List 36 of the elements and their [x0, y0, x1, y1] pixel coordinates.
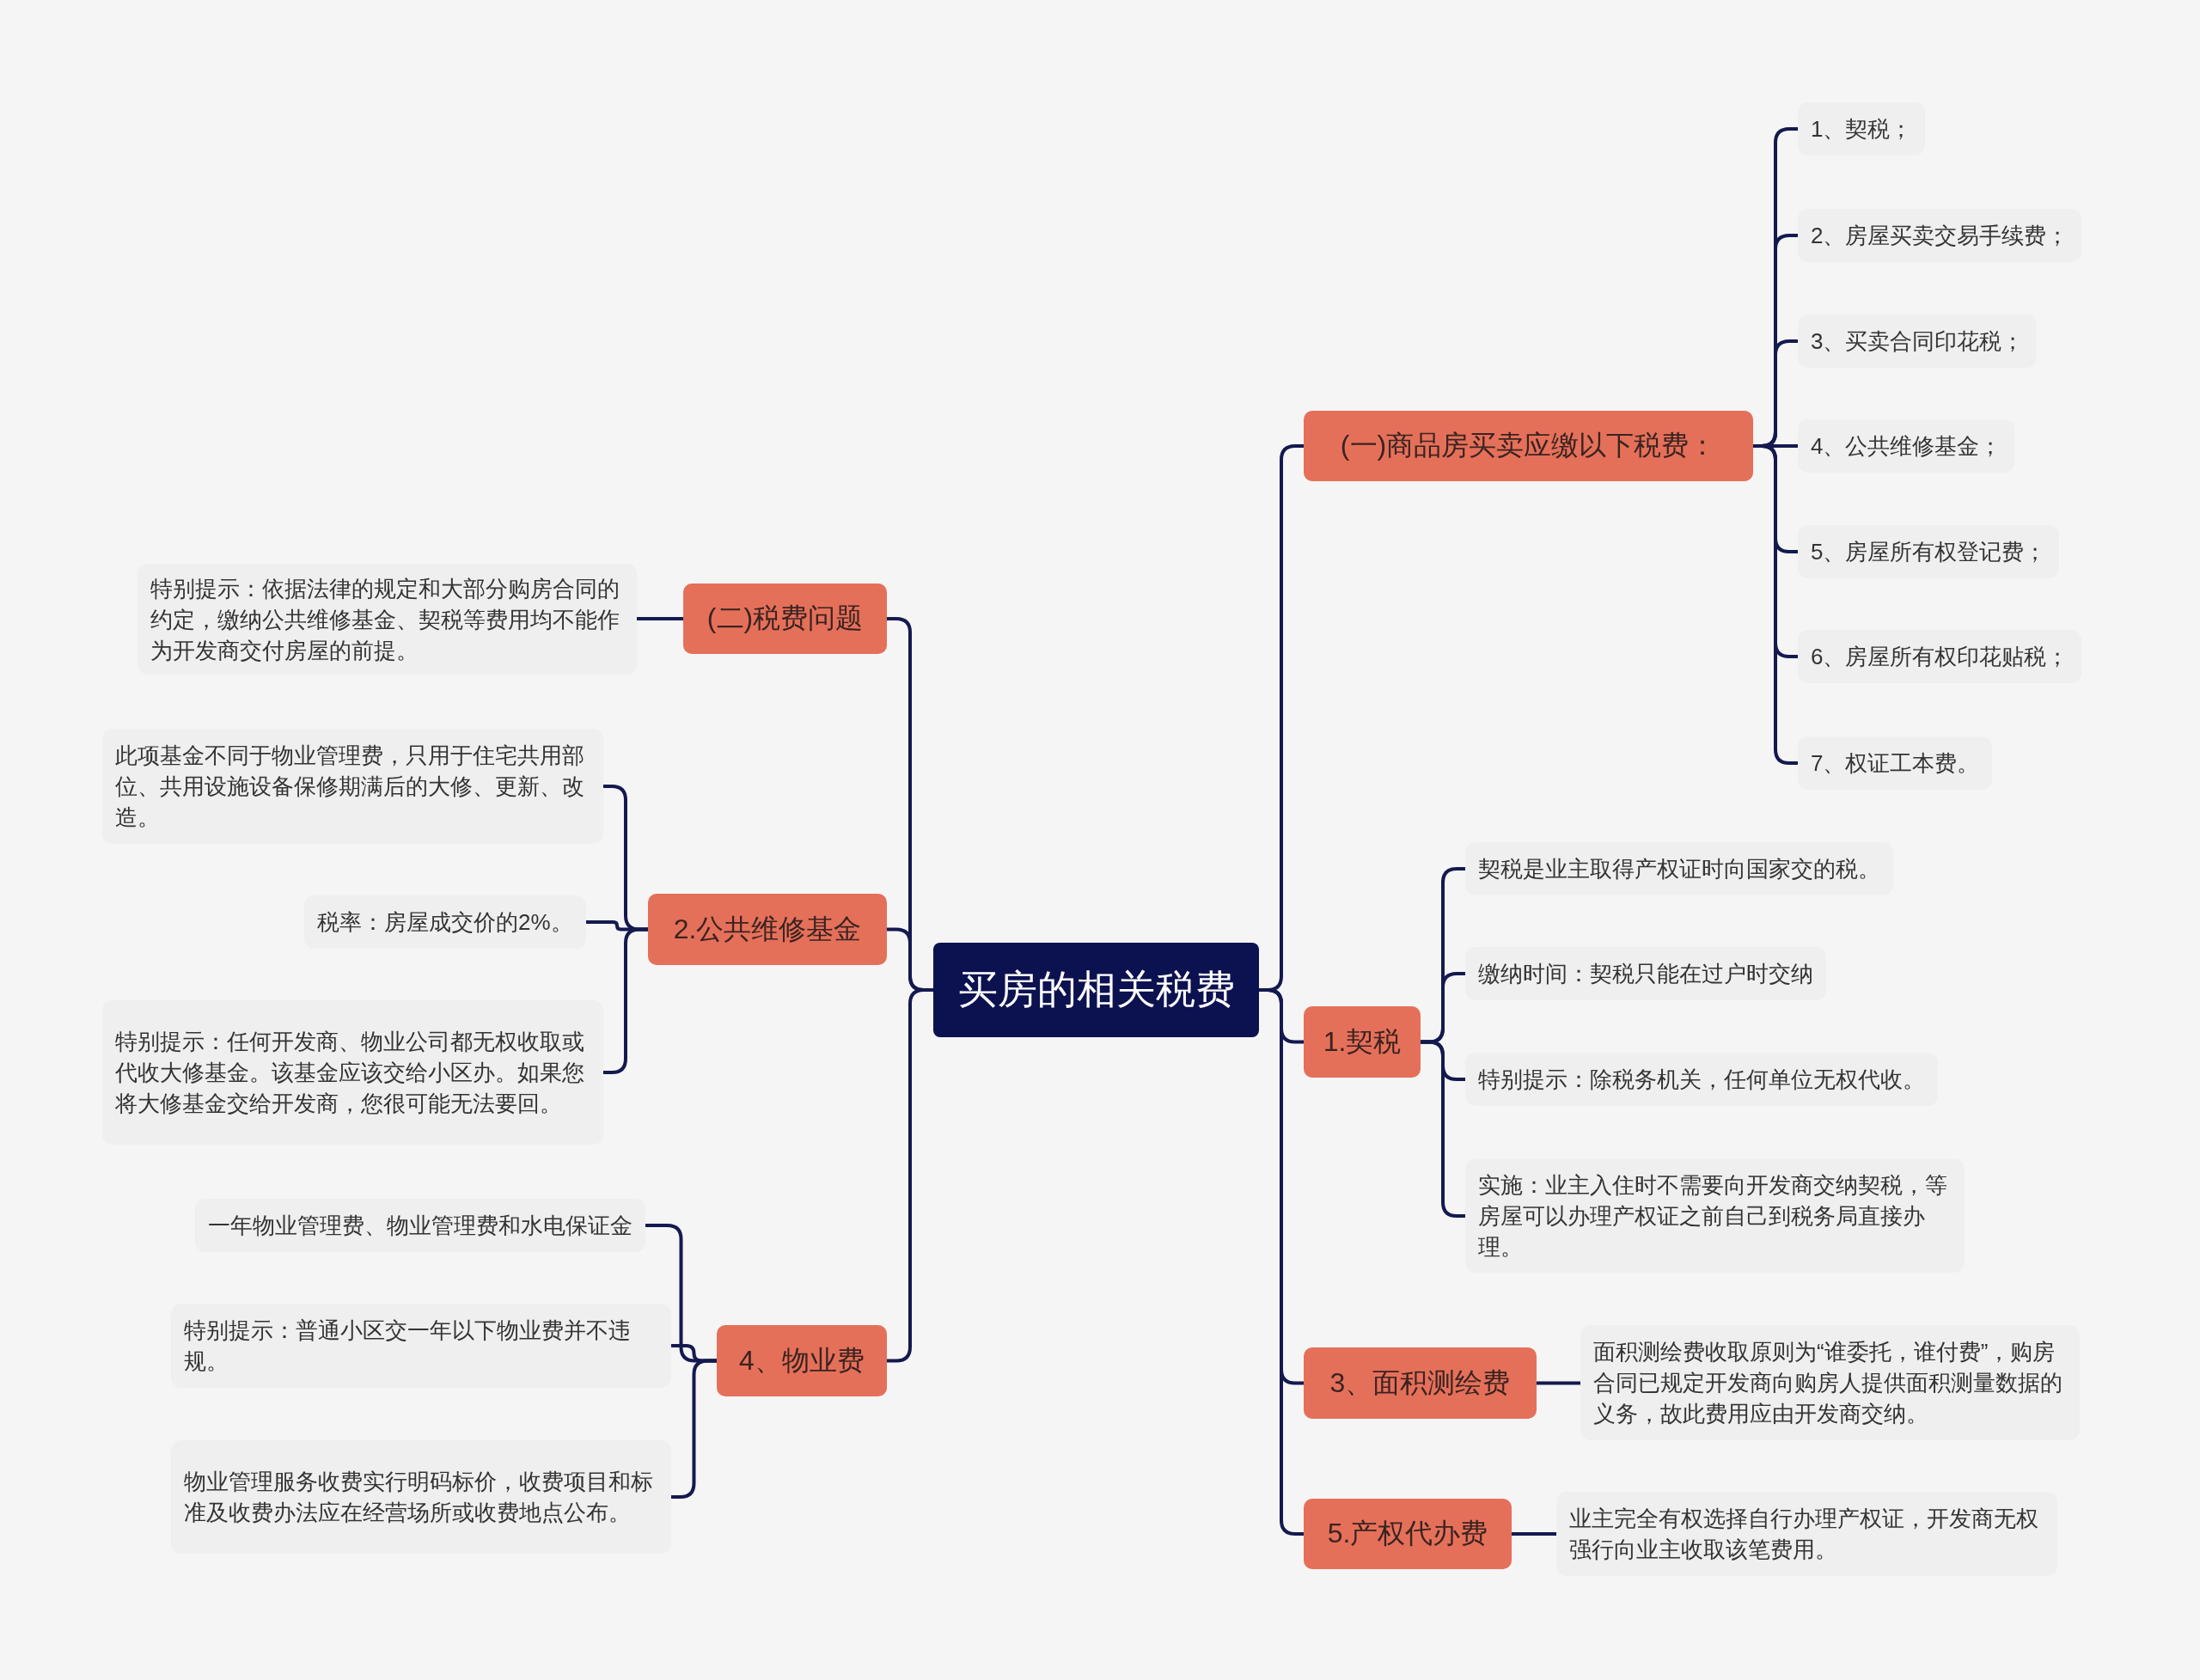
topic-box: 3、面积测绘费	[1304, 1347, 1537, 1419]
note-box: 一年物业管理费、物业管理费和水电保证金	[195, 1199, 645, 1252]
connector-line	[1512, 1532, 1556, 1536]
connector-line	[1753, 444, 1798, 765]
topic-box: 2.公共维修基金	[648, 894, 887, 965]
note-box: 此项基金不同于物业管理费，只用于住宅共用部位、共用设施设备保修期满后的大修、更新、改造。	[102, 729, 603, 844]
note-box: 物业管理服务收费实行明码标价，收费项目和标准及收费办法应在经营场所或收费地点公布。	[171, 1440, 671, 1554]
connector-line	[603, 927, 648, 1074]
topic-box: (一)商品房买卖应缴以下税费：	[1304, 411, 1753, 481]
note-box: 7、权证工本费。	[1798, 736, 1993, 790]
note-box: 4、公共维修基金；	[1798, 419, 2015, 473]
connector-line	[671, 1359, 717, 1499]
note-box: 缴纳时间：契税只能在过户时交纳	[1465, 947, 1826, 1000]
note-box: 3、买卖合同印花税；	[1798, 315, 2038, 368]
connector-line	[637, 617, 683, 620]
note-box: 特别提示：除税务机关，任何单位无权代收。	[1465, 1053, 1938, 1106]
topic-box: 4、物业费	[717, 1325, 887, 1396]
connector-line	[1537, 1381, 1580, 1385]
note-box: 特别提示：依据法律的规定和大部分购房合同的约定，缴纳公共维修基金、契税等费用均不能作为开发商交付房屋的前提。	[138, 564, 637, 675]
note-box: 契税是业主取得产权证时向国家交的税。	[1465, 842, 1893, 895]
note-box: 1、契税；	[1798, 102, 1926, 156]
connector-line	[1421, 1040, 1465, 1218]
note-box: 特别提示：任何开发商、物业公司都无权收取或代收大修基金。该基金应该交给小区办。如果您将大修基金交给开发商，您很可能无法要回。	[102, 1000, 603, 1145]
note-box: 特别提示：普通小区交一年以下物业费并不违规。	[171, 1304, 671, 1388]
note-box: 面积测绘费收取原则为“谁委托，谁付费”，购房合同已规定开发商向购房人提供面积测量数据的义务，故此费用应由开发商交纳。	[1580, 1325, 2080, 1440]
note-box: 实施：业主入住时不需要向开发商交纳契税，等房屋可以办理产权证之前自己到税务局直接办理。	[1465, 1159, 1965, 1273]
topic-box: 1.契税	[1304, 1006, 1421, 1078]
note-box: 税率：房屋成交价的2%。	[304, 895, 586, 949]
note-box: 5、房屋所有权登记费；	[1798, 525, 2060, 578]
topic-box: 5.产权代办费	[1304, 1499, 1512, 1569]
note-box: 6、房屋所有权印花贴税；	[1798, 630, 2082, 683]
connector-line	[887, 988, 933, 1363]
note-box: 业主完全有权选择自行办理产权证，开发商无权强行向业主收取该笔费用。	[1556, 1492, 2057, 1576]
topic-box: (二)税费问题	[683, 583, 887, 654]
note-box: 2、房屋买卖交易手续费；	[1798, 209, 2082, 262]
central-topic: 买房的相关税费	[933, 943, 1259, 1037]
